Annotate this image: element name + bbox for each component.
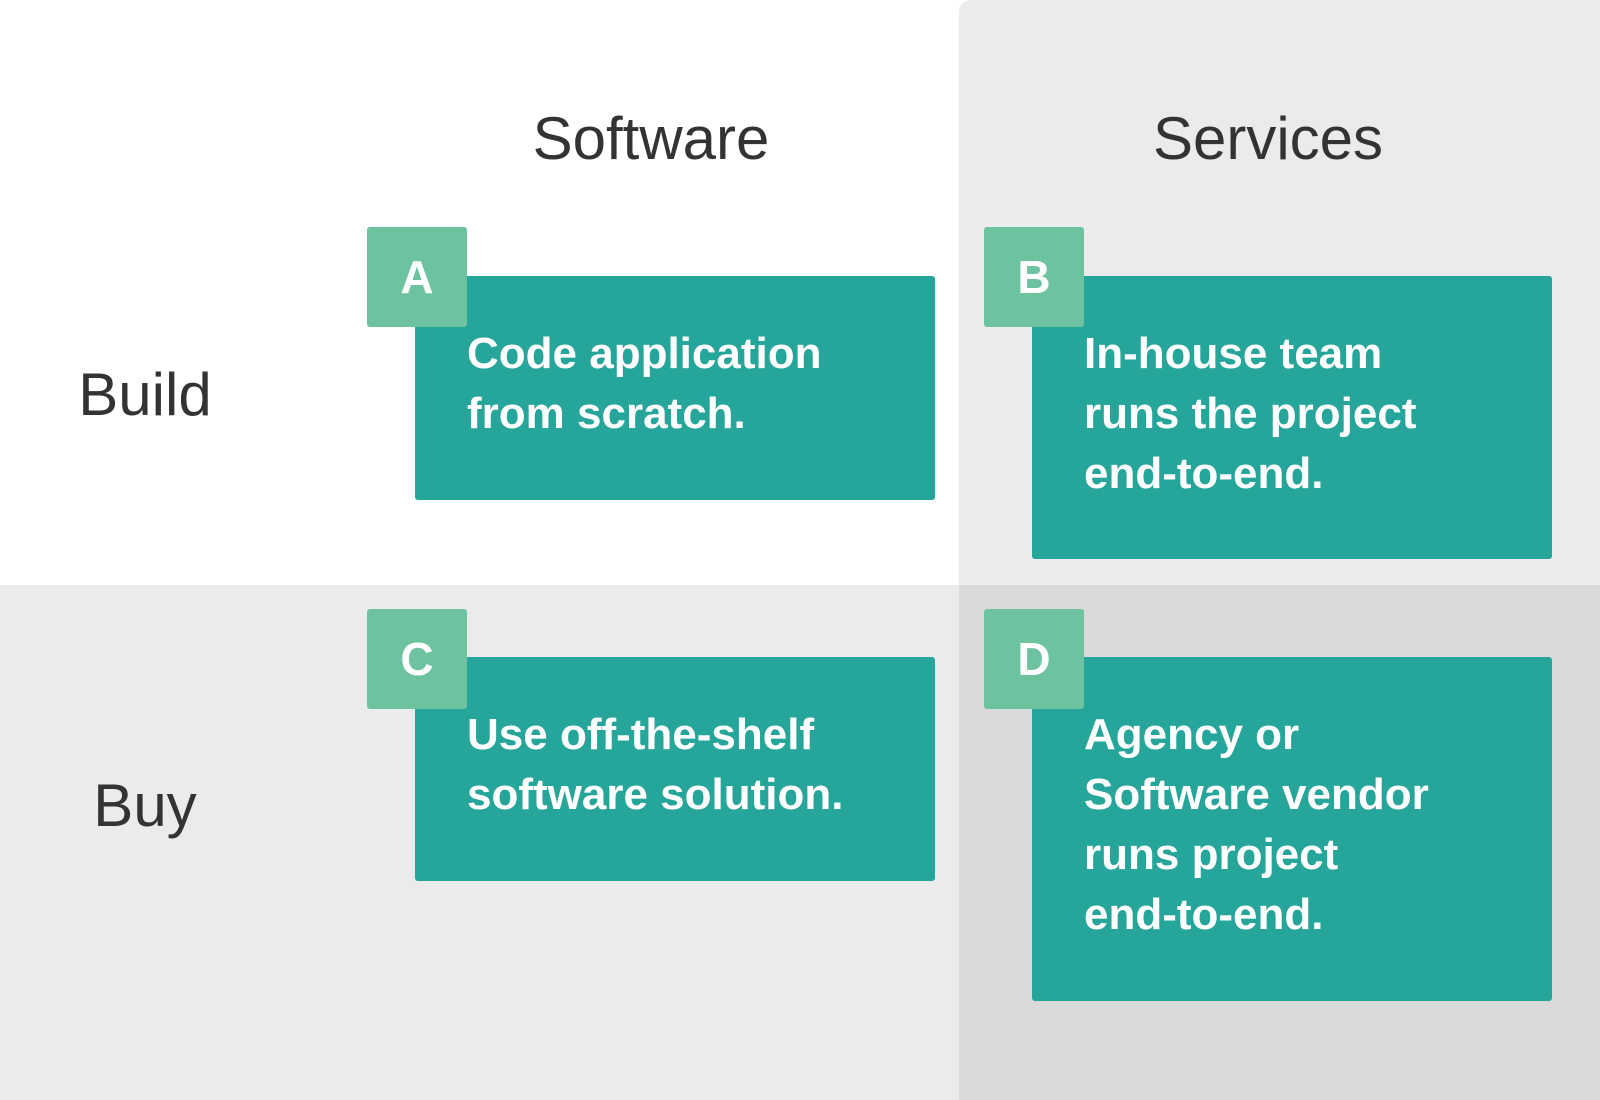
card-c-line: software solution.	[467, 770, 844, 819]
card-a-line: Code application	[467, 329, 822, 378]
card-d-line: runs project	[1084, 830, 1339, 879]
card-b-line: In-house team	[1084, 329, 1383, 378]
card-d-line: Agency or	[1084, 710, 1300, 759]
badge-c: C	[367, 609, 467, 709]
card-d: Agency or Software vendor runs project e…	[1032, 657, 1552, 1001]
card-d-line: end-to-end.	[1084, 890, 1324, 939]
badge-d: D	[984, 609, 1084, 709]
column-header-services: Services	[1152, 105, 1384, 172]
card-a: Code application from scratch.	[415, 276, 935, 500]
badge-a: A	[367, 227, 467, 327]
card-c: Use off-the-shelf software solution.	[415, 657, 935, 881]
card-c-line: Use off-the-shelf	[467, 710, 815, 759]
card-a-line: from scratch.	[467, 389, 746, 438]
column-header-software: Software	[532, 105, 770, 172]
card-d-line: Software vendor	[1084, 770, 1429, 819]
row-header-build: Build	[78, 361, 212, 428]
row-header-buy: Buy	[93, 772, 197, 839]
card-b: In-house team runs the project end-to-en…	[1032, 276, 1552, 559]
badge-b: B	[984, 227, 1084, 327]
card-b-line: runs the project	[1084, 389, 1417, 438]
card-b-line: end-to-end.	[1084, 449, 1324, 498]
